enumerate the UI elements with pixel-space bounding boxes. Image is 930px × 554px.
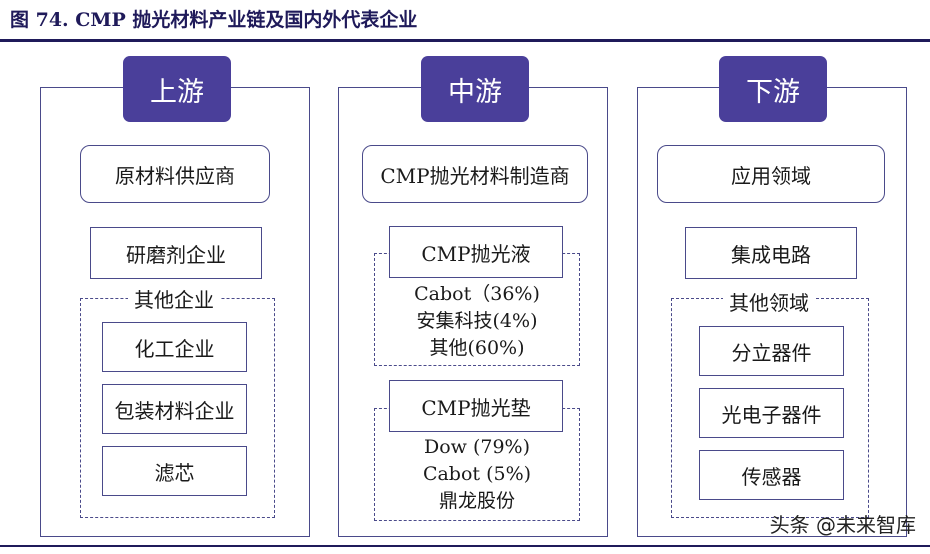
upstream-header: 上游 — [123, 56, 231, 122]
downstream-main-field: 集成电路 — [685, 227, 857, 279]
upstream-other-group-label: 其他企业 — [128, 288, 220, 312]
pad-company-line: 鼎龙股份 — [438, 490, 515, 512]
upstream-other-item: 滤芯 — [102, 446, 247, 496]
figure-title: 图 74. CMP 抛光材料产业链及国内外代表企业 — [10, 9, 418, 31]
bottom-divider — [0, 545, 930, 547]
upstream-other-item: 包装材料企业 — [102, 384, 247, 434]
downstream-other-group-label: 其他领域 — [723, 291, 815, 315]
slurry-company-line: Cabot（36%) — [414, 283, 540, 305]
pad-companies: Dow (79%) Cabot (5%) 鼎龙股份 — [374, 434, 580, 515]
downstream-category: 应用领域 — [657, 145, 885, 203]
slurry-label: CMP抛光液 — [389, 226, 563, 278]
upstream-other-item: 化工企业 — [102, 322, 247, 372]
downstream-header: 下游 — [719, 56, 827, 122]
midstream-header: 中游 — [421, 56, 529, 122]
pad-company-line: Cabot (5%) — [422, 463, 532, 485]
watermark-text: 头条 @未来智库 — [769, 513, 916, 537]
slurry-company-line: 安集科技(4%) — [416, 310, 538, 332]
midstream-category: CMP抛光材料制造商 — [362, 145, 588, 203]
pad-company-line: Dow (79%) — [423, 436, 531, 458]
downstream-other-item: 分立器件 — [699, 326, 844, 376]
upstream-category: 原材料供应商 — [80, 145, 270, 203]
pad-label: CMP抛光垫 — [389, 380, 563, 432]
downstream-other-item: 传感器 — [699, 450, 844, 500]
slurry-companies: Cabot（36%) 安集科技(4%) 其他(60%) — [374, 281, 580, 362]
slurry-company-line: 其他(60%) — [429, 337, 525, 359]
upstream-main-company: 研磨剂企业 — [90, 227, 262, 279]
downstream-other-item: 光电子器件 — [699, 388, 844, 438]
title-divider — [0, 39, 930, 42]
